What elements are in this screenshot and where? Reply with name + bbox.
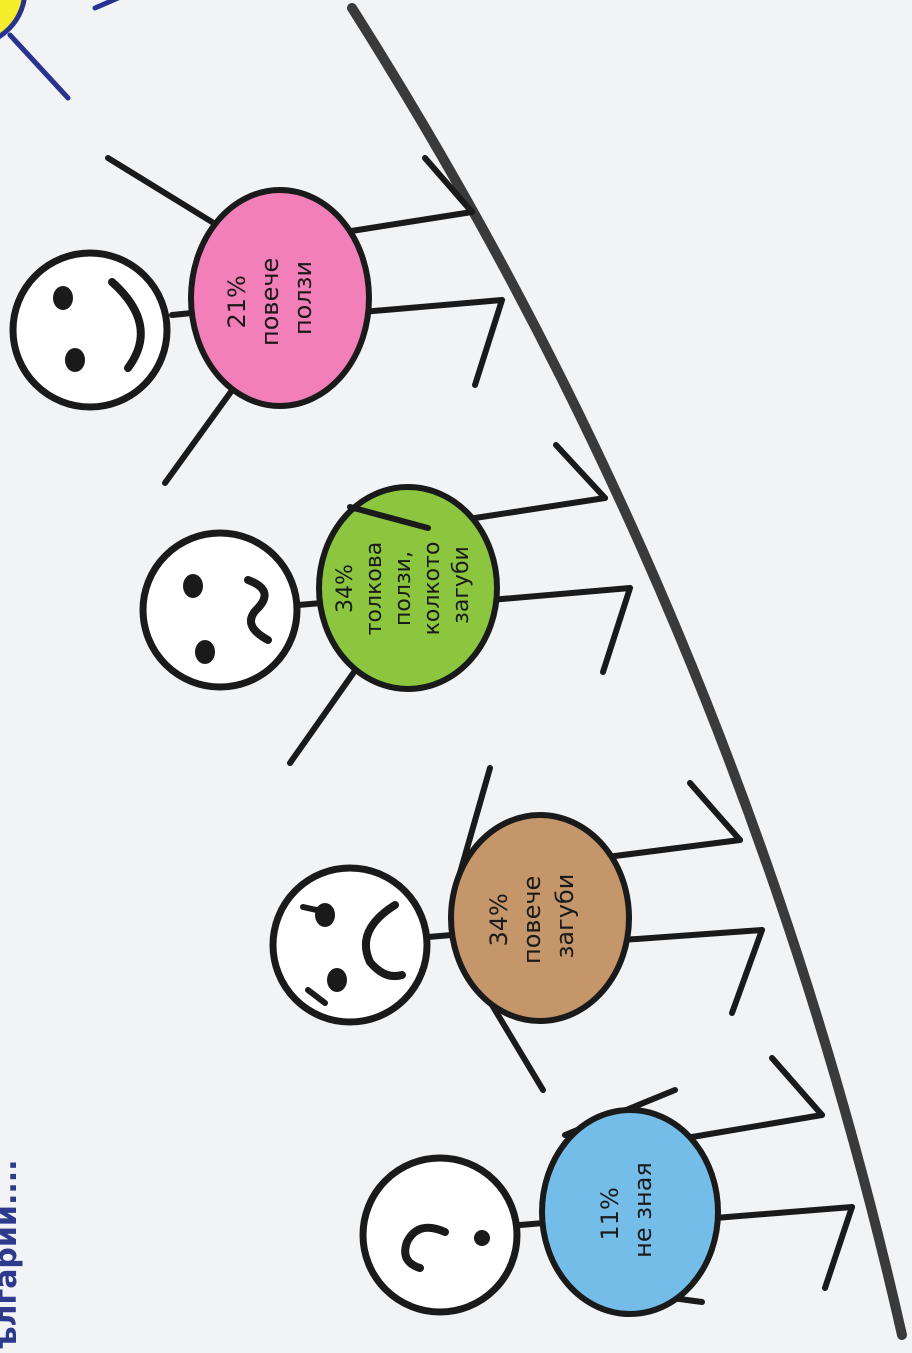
svg-text:34% толкова по: 34% толкова ползи, колкото загуби <box>333 535 474 636</box>
figure-more-losses: 34% повече загуби <box>269 765 765 1093</box>
figure-2-line4: загуби <box>449 546 474 624</box>
sun-icon <box>0 0 120 101</box>
svg-text:34% повече заг: 34% повече загуби <box>485 868 579 964</box>
figure-3-percent: 34% <box>485 893 513 946</box>
svg-text:21% повече пол: 21% повече ползи <box>223 250 317 346</box>
figure-dont-know: 11% не зная <box>359 1055 855 1317</box>
figure-3-line1: повече <box>518 876 546 964</box>
figure-2-percent: 34% <box>333 564 358 613</box>
frown-face-icon <box>269 864 431 1026</box>
figure-4-line1: не зная <box>629 1162 657 1258</box>
wavy-mouth-face-icon <box>139 529 301 691</box>
figure-1-percent: 21% <box>223 275 251 328</box>
figure-4-percent: 11% <box>596 1187 624 1240</box>
svg-text:11% не зная: 11% не зная <box>596 1162 657 1258</box>
figure-3-line2: загуби <box>551 874 579 959</box>
figure-2-line3: колкото <box>420 542 445 636</box>
question-face-icon <box>359 1154 521 1316</box>
figure-2-line2: ползи, <box>391 551 416 626</box>
figure-equal: 34% толкова ползи, колкото загуби <box>139 442 633 766</box>
ground-curve <box>347 3 907 1340</box>
figure-1-line2: ползи <box>289 261 317 335</box>
smile-face-icon <box>9 249 171 411</box>
caption-text: ългарии.... <box>0 1159 24 1349</box>
figure-2-line1: толкова <box>362 542 387 636</box>
figure-1-line1: повече <box>256 258 284 346</box>
figure-more-benefits: 21% повече ползи <box>9 155 505 486</box>
